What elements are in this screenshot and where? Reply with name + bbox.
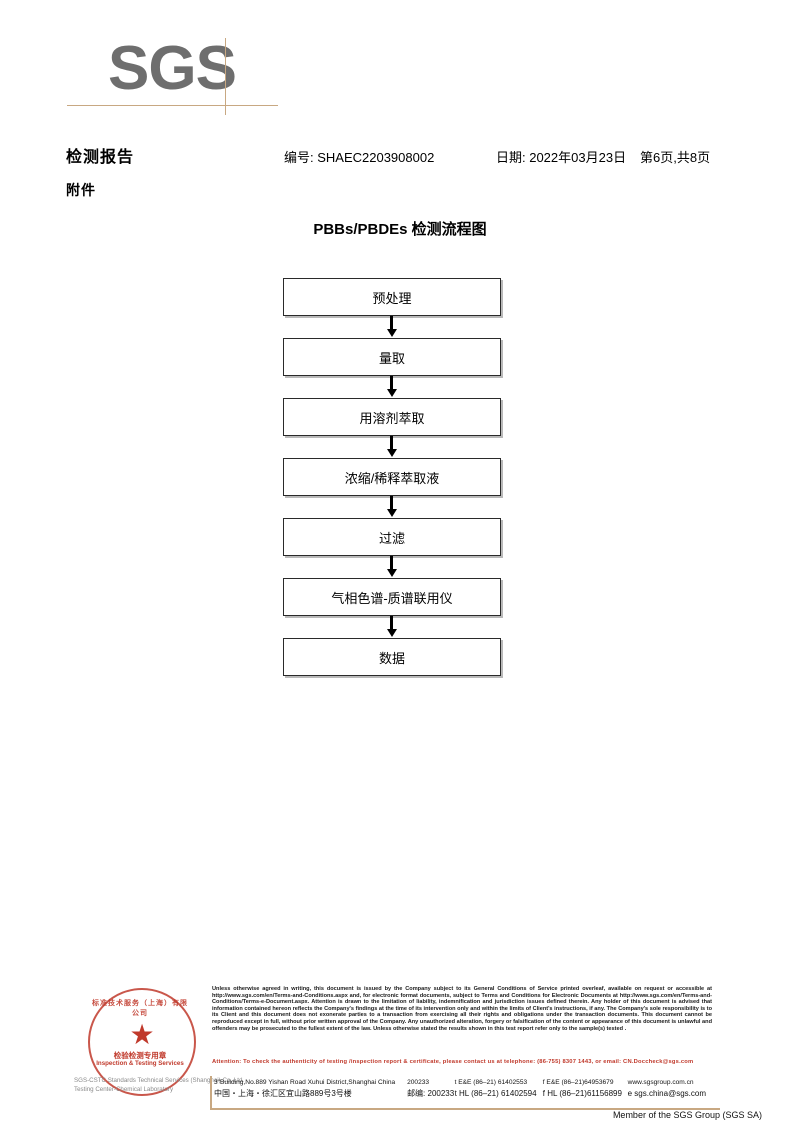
logo-horizontal-rule: [67, 105, 278, 106]
email-address[interactable]: e sgs.china@sgs.com: [627, 1089, 706, 1098]
sgs-logo: SGS: [67, 34, 348, 118]
flow-step-box: 预处理: [283, 278, 501, 316]
flow-arrow-down-icon: [283, 556, 501, 578]
telephone-ee: t E&E (86–21) 61402553: [454, 1079, 528, 1086]
report-date: 日期: 2022年03月23日: [496, 150, 627, 165]
attention-notice: Attention: To check the authenticity of …: [212, 1059, 694, 1065]
flow-arrow-down-icon: [283, 496, 501, 518]
flow-arrow-down-icon: [283, 616, 501, 638]
logo-vertical-rule: [225, 38, 226, 115]
footer-horizontal-rule: [210, 1108, 720, 1110]
official-seal: 标准技术服务（上海）有限公司 ★ 检验检测专用章 Inspection & Te…: [74, 988, 244, 1096]
page-indicator: 第6页,共8页: [640, 150, 711, 165]
flowchart-title: PBBs/PBDEs 检测流程图: [313, 221, 487, 238]
page-title: 检测报告: [66, 149, 135, 166]
telephone-hl: t HL (86–21) 61402594: [454, 1089, 537, 1098]
sgs-logo-text: SGS: [108, 34, 237, 103]
seal-circle: [88, 988, 196, 1096]
flow-step-box: 浓缩/稀释萃取液: [283, 458, 501, 496]
attachment-label: 附件: [66, 182, 96, 198]
flow-step-box: 过滤: [283, 518, 501, 556]
zip-cn: 邮编: 200233: [407, 1089, 455, 1098]
flow-arrow-down-icon: [283, 436, 501, 458]
table-row: 3"Building,No.889 Yishan Road Xuhui Dist…: [214, 1077, 720, 1088]
seal-arc-text: 标准技术服务（上海）有限公司: [92, 1000, 188, 1017]
seal-company-name: SGS-CSTC Standards Technical Services (S…: [74, 1076, 294, 1094]
flow-arrow-down-icon: [283, 316, 501, 338]
flowchart: 预处理 量取 用溶剂萃取 浓缩/稀释萃取液 过滤 气相色谱-质谱联用仪 数据: [283, 278, 503, 676]
seal-company-line1: SGS-CSTC Standards Technical Services (S…: [74, 1077, 245, 1084]
flow-step-box: 量取: [283, 338, 501, 376]
seal-company-line2: Testing Center-Chemical Laboratory: [74, 1086, 174, 1093]
flow-step-box: 数据: [283, 638, 501, 676]
member-notice: Member of the SGS Group (SGS SA): [612, 1110, 762, 1120]
seal-cn-label: 检验检测专用章: [113, 1051, 167, 1060]
fax-hl: f HL (86–21)61156899: [542, 1089, 622, 1098]
seal-en-label: Inspection & Testing Services: [96, 1060, 184, 1067]
footer-contact-table: 3"Building,No.889 Yishan Road Xuhui Dist…: [214, 1077, 720, 1099]
legal-disclaimer: Unless otherwise agreed in writing, this…: [212, 986, 712, 1032]
table-row: 中国・上海・徐汇区宜山路889号3号楼 邮编: 200233 t HL (86–…: [214, 1088, 720, 1099]
flow-step-box: 气相色谱-质谱联用仪: [283, 578, 501, 616]
website-url[interactable]: www.sgsgroup.com.cn: [627, 1079, 694, 1086]
footer-vertical-rule: [210, 1076, 212, 1110]
flow-arrow-down-icon: [283, 376, 501, 398]
star-icon: ★: [129, 1019, 155, 1050]
address-cn: 中国・上海・徐汇区宜山路889号3号楼: [214, 1089, 352, 1098]
flow-step-box: 用溶剂萃取: [283, 398, 501, 436]
report-number: 编号: SHAEC2203908002: [284, 150, 435, 165]
fax-ee: f E&E (86–21)64953679: [542, 1079, 614, 1086]
address-en: 3"Building,No.889 Yishan Road Xuhui Dist…: [214, 1079, 396, 1086]
zip-en: 200233: [407, 1079, 430, 1086]
